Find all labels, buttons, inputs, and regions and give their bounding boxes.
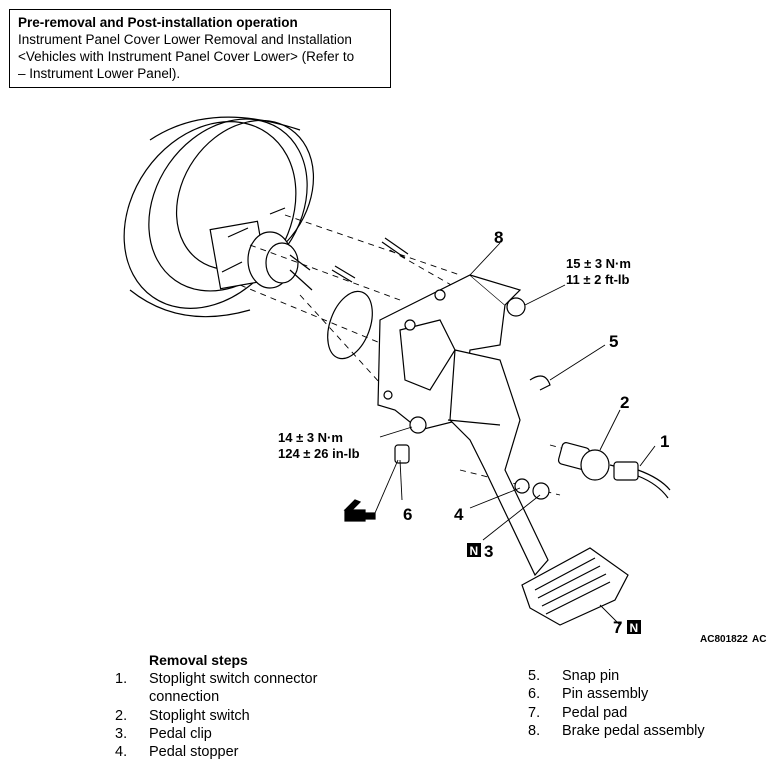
step-label: Stoplight switch connector [149,671,318,687]
step-label: Pedal pad [562,705,628,721]
leader-lines [374,242,656,626]
callout-8: 8 [494,228,503,247]
step-label: Stoplight switch [149,708,250,724]
callout-4: 4 [454,505,464,524]
nuts [409,297,530,494]
step-number: 1. [115,671,128,687]
step-number: 3. [115,726,128,742]
step-label: Brake pedal assembly [562,723,705,739]
brake-pedal-arm [447,349,549,577]
removal-steps-heading: Removal steps [149,652,248,668]
callout-1: 1 [660,432,669,451]
step-number: 5. [528,668,541,684]
figure-id: AC801822 [700,634,748,645]
svg-text:N: N [630,621,639,635]
stoplight-switch-illustration [557,442,631,481]
step-label: Snap pin [562,668,620,684]
svg-text:N: N [470,544,479,558]
step-number: 8. [528,723,541,739]
torque-spec-ftlb: 11 ± 2 ft-lb [566,272,630,287]
figure-id-suffix: AC [752,634,766,645]
step-number: 7. [528,705,541,721]
snap-pin-illustration [529,375,551,391]
callout-2: 2 [620,393,629,412]
mounting-bolts [331,237,409,283]
new-part-mark-3: N [467,543,481,558]
step-label: Pin assembly [562,686,649,702]
gasket [327,290,373,360]
callout-5: 5 [609,332,618,351]
brake-booster-illustration [123,116,315,318]
torque-spec-nm: 15 ± 3 N·m [566,256,631,271]
step-number: 4. [115,744,128,760]
pedal-bracket [377,274,522,431]
pre-removal-note-box: Pre-removal and Post-installation operat… [9,9,391,88]
step-label: Pedal clip [149,726,212,742]
callout-6: 6 [403,505,412,524]
note-line: Instrument Panel Cover Lower Removal and… [18,32,352,47]
note-line: <Vehicles with Instrument Panel Cover Lo… [18,49,355,64]
torque-spec-nm: 14 ± 3 N·m [278,430,343,445]
new-part-mark-7: N [627,620,641,635]
pedal-pad-illustration [521,547,629,626]
callout-3: 3 [484,542,493,561]
note-line: – Instrument Lower Panel). [18,66,181,81]
pin-assembly-illustration [394,444,410,464]
pedal-clip-illustration [532,482,550,500]
note-title: Pre-removal and Post-installation operat… [18,15,298,30]
callout-7: 7 [613,618,622,637]
step-label: Pedal stopper [149,744,239,760]
stoplight-connector-illustration [613,461,671,499]
step-number: 6. [528,686,541,702]
grease-icon [343,499,376,522]
step-number: 2. [115,708,128,724]
torque-spec-inlb: 124 ± 26 in-lb [278,446,360,461]
step-label: connection [149,689,220,705]
